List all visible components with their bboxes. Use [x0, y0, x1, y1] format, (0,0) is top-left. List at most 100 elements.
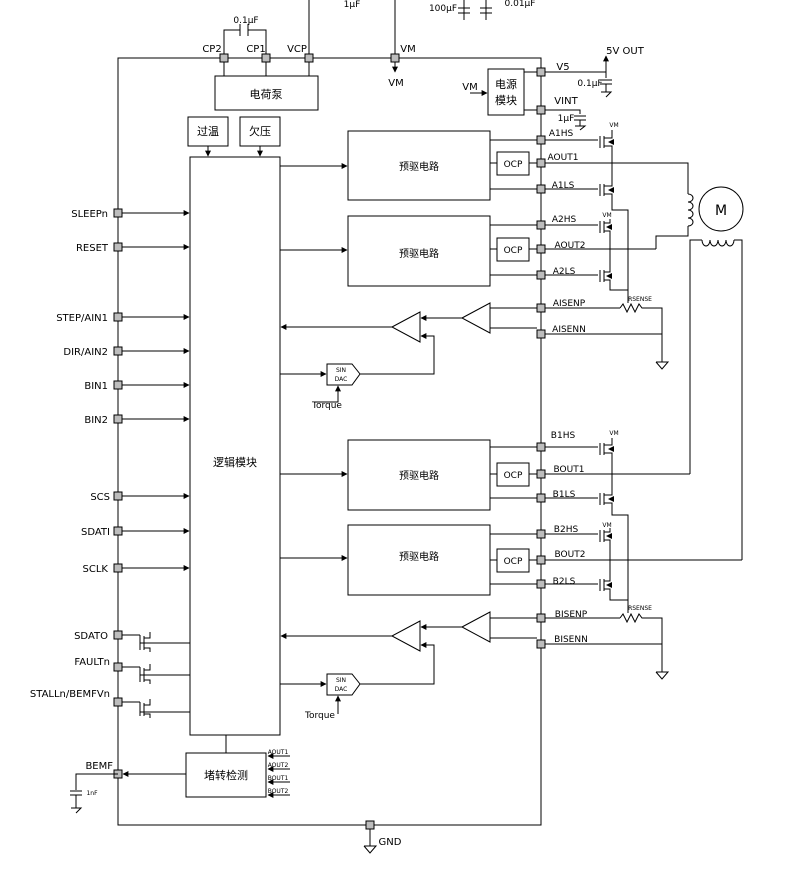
motor-group: M [655, 162, 744, 560]
rsense-b-label: RSENSE [628, 605, 652, 612]
hbridge-a: VM VM RSENSE [545, 122, 670, 370]
pin-b2ls [536, 579, 546, 589]
dac-a-l2: DAC [335, 376, 348, 383]
faultn-label: FAULTn [74, 657, 110, 668]
predrive-block-b2 [347, 524, 491, 596]
pin-a1ls [536, 184, 546, 194]
chip-outline [117, 57, 542, 826]
stall-in-aout1: AOUT1 [268, 749, 289, 756]
aout2-label: AOUT2 [555, 241, 586, 251]
sdati-label: SDATI [81, 527, 110, 538]
cap-cp-label: 0.1μF [233, 16, 258, 26]
aisenn-label: AISENN [552, 325, 586, 335]
cap-vm3-label: 0.01μF [505, 0, 536, 9]
pin-faultn [113, 662, 123, 672]
gnd-label: GND [379, 837, 402, 848]
pin-cp2 [219, 53, 229, 63]
pin-b2hs [536, 529, 546, 539]
vm-small-b2: VM [602, 522, 611, 529]
pin-dir [113, 346, 123, 356]
pin-b1ls [536, 493, 546, 503]
power-module-group: 电源 模块 VM V5 VINT 5V OUT 0.1μF 1μF [462, 46, 645, 131]
vcp-label: VCP [287, 44, 307, 55]
pin-aisenn [536, 329, 546, 339]
pin-aout1 [536, 158, 546, 168]
pin-vm [390, 53, 400, 63]
pin-b1hs [536, 442, 546, 452]
sense-a: SIN DAC Torque [280, 302, 537, 411]
b1ls-label: B1LS [553, 490, 576, 500]
pin-bin1 [113, 380, 123, 390]
vm-internal-label: VM [388, 78, 403, 89]
charge-pump-group: 电荷泵 0.1μF 1μF 100μF 0.01μF CP2 CP1 VCP V… [202, 0, 536, 111]
ocp-a2-label: OCP [504, 246, 523, 256]
bin2-label: BIN2 [84, 415, 108, 426]
logic-label: 逻辑模块 [213, 455, 257, 469]
predrive-b1-label: 预驱电路 [399, 469, 439, 482]
predrive-block-a1 [347, 130, 491, 201]
stall-in-aout2: AOUT2 [268, 762, 289, 769]
predrive-a2-label: 预驱电路 [399, 247, 439, 260]
motor-label: M [715, 203, 727, 219]
pin-bisenn [536, 639, 546, 649]
cap-vm2-label: 100μF [429, 4, 457, 14]
stall-detect-label: 堵转检测 [204, 768, 248, 782]
scs-label: SCS [90, 492, 110, 503]
vm-pin-label: VM [400, 44, 415, 55]
stall-in-bout1: BOUT1 [268, 775, 289, 782]
pin-gnd [365, 820, 375, 830]
cp2-label: CP2 [202, 44, 221, 55]
dac-b-l2: DAC [335, 686, 348, 693]
cap-v5-label: 0.1μF [577, 79, 602, 89]
pin-bout2 [536, 555, 546, 565]
torque-a-label: Torque [311, 401, 342, 411]
sleepn-label: SLEEPn [71, 209, 108, 220]
ocp-blocks: OCP OCP OCP OCP [490, 151, 530, 573]
vm-small-b1: VM [609, 430, 618, 437]
over-temp-label: 过温 [197, 125, 219, 138]
reset-label: RESET [76, 243, 109, 254]
pin-bisenp [536, 613, 546, 623]
bout2-label: BOUT2 [555, 550, 586, 560]
predrive-a1-label: 预驱电路 [399, 160, 439, 173]
predrive-block-a2 [347, 215, 491, 287]
pin-reset [113, 242, 123, 252]
aisenp-label: AISENP [553, 299, 586, 309]
stall-in-bout2: BOUT2 [268, 788, 289, 795]
step-label: STEP/AIN1 [56, 313, 108, 324]
hbridge-b: VM VM RSENSE [545, 430, 742, 680]
pin-scs [113, 491, 123, 501]
a1hs-label: A1HS [549, 129, 574, 139]
power-vm-in-label: VM [462, 82, 477, 93]
b1hs-label: B1HS [551, 431, 576, 441]
ocp-b1-label: OCP [504, 471, 523, 481]
under-volt-block [239, 116, 281, 147]
pin-step [113, 312, 123, 322]
left-pins: SLEEPn RESET STEP/AIN1 DIR/AIN2 BIN1 BIN… [30, 208, 190, 814]
pin-aisenp [536, 303, 546, 313]
pin-a1hs [536, 135, 546, 145]
bemf-label: BEMF [85, 761, 113, 772]
under-volt-label: 欠压 [249, 124, 271, 138]
rsense-a-label: RSENSE [628, 296, 652, 303]
dac-b-l1: SIN [336, 677, 346, 684]
a1ls-label: A1LS [552, 181, 575, 191]
motor-symbol [698, 186, 744, 232]
cap-vm1-label: 1μF [344, 0, 361, 10]
5v-out-label: 5V OUT [606, 46, 645, 57]
v5-label: V5 [556, 62, 569, 73]
charge-pump-label: 电荷泵 [250, 88, 283, 101]
dir-label: DIR/AIN2 [63, 347, 108, 358]
pin-sdati [113, 526, 123, 536]
pin-aout2 [536, 244, 546, 254]
pin-a2ls [536, 270, 546, 280]
pin-sdato [113, 630, 123, 640]
stalln-label: STALLn/BEMFVn [30, 689, 110, 700]
pin-sleepn [113, 208, 123, 218]
b2ls-label: B2LS [553, 577, 576, 587]
bisenp-label: BISENP [555, 610, 588, 620]
pin-stalln [113, 697, 123, 707]
a2hs-label: A2HS [552, 215, 577, 225]
power-module-block [487, 68, 525, 116]
